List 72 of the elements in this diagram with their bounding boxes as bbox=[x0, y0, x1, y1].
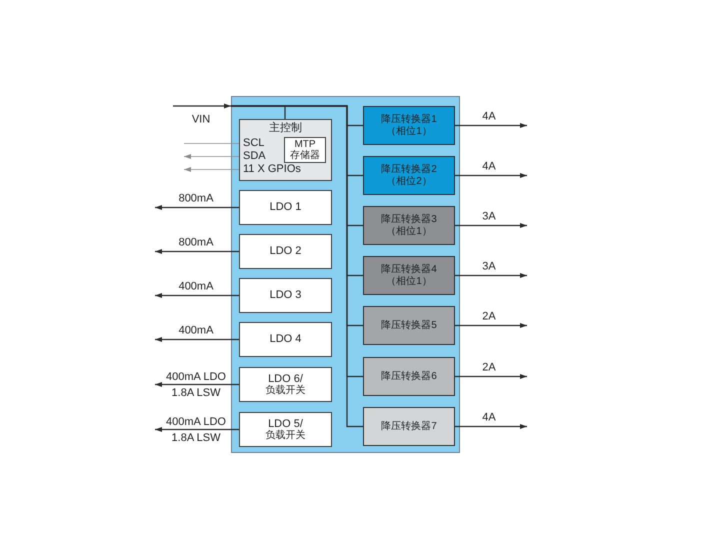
block-label: 降压转换器6 bbox=[381, 370, 437, 382]
converter-block bbox=[363, 407, 455, 446]
arrow bbox=[455, 323, 527, 328]
connector-line bbox=[184, 143, 240, 144]
block-label: 降压转换器4 bbox=[381, 264, 437, 276]
block-sublabel: （相位1） bbox=[386, 126, 432, 138]
ldo-block bbox=[239, 322, 332, 357]
block-label: MTP 存储器 bbox=[289, 139, 321, 161]
controller-block bbox=[239, 119, 332, 181]
arrow bbox=[184, 154, 240, 159]
converter-block bbox=[363, 206, 455, 245]
block-sublabel: 负载开关 bbox=[266, 430, 306, 442]
block-label: LDO 5/ bbox=[268, 418, 303, 430]
edge-label: 400mA LDO 1.8A LSW bbox=[165, 414, 227, 446]
block-sublabel: （相位1） bbox=[386, 226, 432, 238]
arrow bbox=[155, 337, 239, 342]
block-sublabel: （相位2） bbox=[386, 176, 432, 188]
converter-block bbox=[363, 256, 455, 295]
block-sublabel: 负载开关 bbox=[266, 385, 306, 396]
arrow bbox=[155, 427, 239, 432]
block-label: 降压转换器7 bbox=[381, 420, 437, 432]
edge-label: 400mA LDO 1.8A LSW bbox=[165, 370, 227, 400]
block-label: 降压转换器5 bbox=[381, 320, 437, 332]
arrow bbox=[155, 249, 239, 254]
edge-label: 400mA bbox=[178, 280, 214, 293]
edge-label: 2A bbox=[482, 361, 496, 374]
arrow bbox=[455, 374, 527, 379]
block-title: 主控制 bbox=[269, 122, 302, 135]
edge-label: 3A bbox=[482, 260, 496, 273]
block-label: LDO 1 bbox=[270, 201, 302, 214]
edge-label: 4A bbox=[482, 411, 496, 424]
arrow bbox=[155, 293, 239, 298]
ldo-block bbox=[239, 190, 332, 225]
edge-label: 3A bbox=[482, 210, 496, 223]
pin-label: SDA bbox=[243, 150, 266, 163]
block-label: 降压转换器1 bbox=[381, 114, 437, 126]
converter-block bbox=[363, 156, 455, 195]
block-label: LDO 6/ bbox=[268, 372, 303, 384]
edge-label: 800mA bbox=[178, 192, 214, 205]
converter-block bbox=[363, 306, 455, 345]
memory-block bbox=[284, 137, 326, 163]
block-label: LDO 4 bbox=[270, 333, 302, 346]
arrow bbox=[184, 167, 240, 172]
arrow bbox=[455, 173, 527, 178]
edge-label: VIN bbox=[192, 114, 210, 126]
edge-label: 4A bbox=[482, 160, 496, 173]
edge-label: 4A bbox=[482, 110, 496, 123]
pin-label: SCL bbox=[243, 137, 264, 150]
arrow bbox=[455, 223, 527, 228]
arrow bbox=[155, 205, 239, 210]
block-label: 降压转换器2 bbox=[381, 164, 437, 176]
converter-block bbox=[363, 357, 455, 396]
ldo-block bbox=[239, 367, 332, 402]
converter-block bbox=[363, 106, 455, 145]
arrow bbox=[455, 424, 527, 429]
ldo-block bbox=[239, 278, 332, 313]
arrow bbox=[455, 123, 527, 128]
block-sublabel: （相位1） bbox=[386, 276, 432, 288]
arrow bbox=[173, 104, 231, 108]
arrow bbox=[155, 382, 239, 387]
ldo-block bbox=[239, 412, 332, 447]
chip-block bbox=[231, 96, 460, 453]
connector-line bbox=[231, 105, 363, 428]
block-label: 降压转换器3 bbox=[381, 214, 437, 226]
edge-label: 800mA bbox=[178, 236, 214, 249]
block-label: LDO 2 bbox=[270, 245, 302, 258]
pin-label: 11 X GPIOs bbox=[243, 163, 301, 176]
edge-label: 2A bbox=[482, 310, 496, 323]
arrow bbox=[455, 273, 527, 278]
ldo-block bbox=[239, 234, 332, 269]
block-label: LDO 3 bbox=[270, 289, 302, 302]
edge-label: 400mA bbox=[178, 324, 214, 337]
